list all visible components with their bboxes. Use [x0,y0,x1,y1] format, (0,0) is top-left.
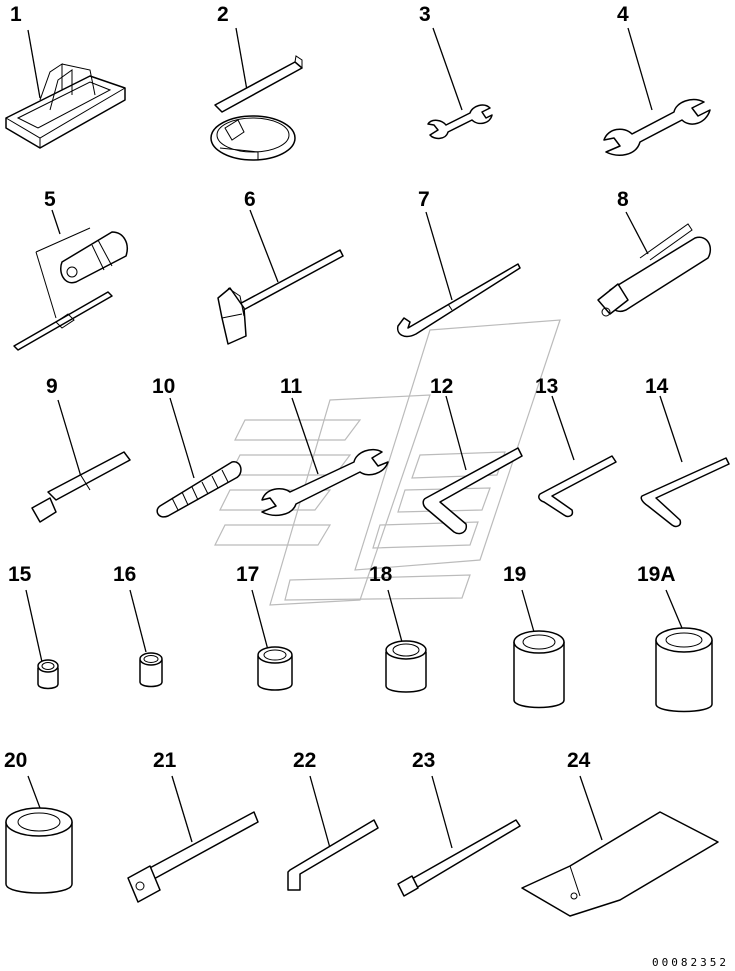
screwdriver-drawing [13,209,128,351]
medium-wrench-drawing [603,27,711,156]
large-wrench-drawing [261,397,389,517]
socket-15-drawing [25,589,59,690]
socket-18-drawing [385,589,427,693]
large-hex-key-drawing [422,395,523,535]
spring-drawing [156,397,242,518]
socket-17-drawing [251,589,293,691]
grease-gun-drawing [597,211,712,317]
part-label-2: 2 [217,3,229,26]
small-wrench-drawing [427,27,493,140]
hammer-drawing [217,209,344,345]
part-label-7: 7 [418,188,430,211]
l-handle-drawing [287,775,379,891]
drawing-code: 00082352 [652,956,729,969]
part-label-18: 18 [369,563,393,586]
part-label-9: 9 [46,375,58,398]
part-label-15: 15 [8,563,32,586]
part-label-12: 12 [430,375,454,398]
socket-19a-drawing [655,589,713,713]
pry-bar-drawing [396,211,521,338]
tool-bag-drawing [521,775,719,917]
part-label-14: 14 [645,375,669,398]
part-label-10: 10 [152,375,176,398]
part-label-1: 1 [10,3,22,26]
small-hex-key-drawing [640,395,730,528]
part-label-6: 6 [244,188,256,211]
bar-with-clamp-drawing [210,27,303,161]
tool-box-drawing [5,29,126,149]
part-label-16: 16 [113,563,137,586]
part-label-4: 4 [617,3,629,26]
part-label-5: 5 [44,188,56,211]
part-label-20: 20 [4,749,28,772]
socket-extension-drawing [127,775,259,903]
part-label-13: 13 [535,375,559,398]
part-label-19: 19 [503,563,527,586]
medium-hex-key-drawing [538,395,617,518]
extension-bar-drawing [31,399,131,523]
part-label-23: 23 [412,749,436,772]
part-label-8: 8 [617,188,629,211]
part-label-3: 3 [419,3,431,26]
ratchet-handle-drawing [397,775,521,897]
part-label-21: 21 [153,749,177,772]
part-label-17: 17 [236,563,260,586]
part-label-24: 24 [567,749,591,772]
socket-20-drawing [5,775,73,894]
part-label-22: 22 [293,749,317,772]
socket-16-drawing [129,589,163,688]
socket-19-drawing [513,589,565,709]
part-label-11: 11 [280,375,303,398]
part-label-19a: 19A [637,563,676,586]
